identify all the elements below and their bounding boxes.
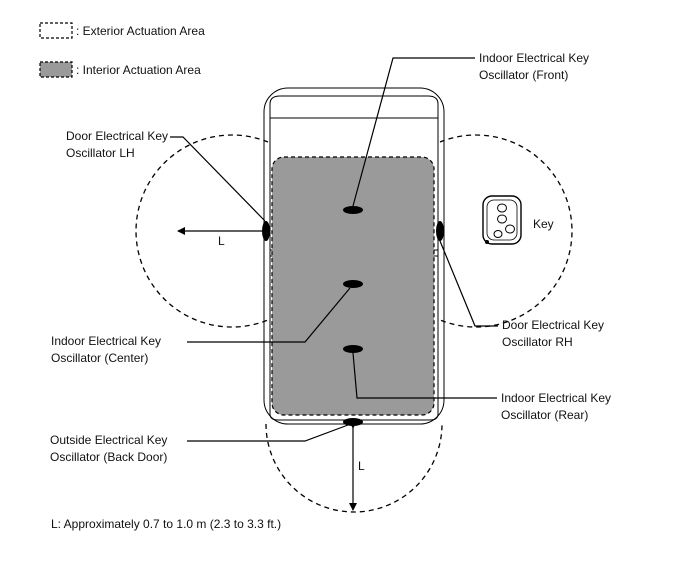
legend-exterior-label: : Exterior Actuation Area: [76, 24, 205, 38]
label-door-rh: Door Electrical Key Oscillator RH: [502, 318, 607, 349]
label-outside-back-door: Outside Electrical Key Oscillator (Back …: [50, 433, 171, 464]
label-indoor-rear: Indoor Electrical Key Oscillator (Rear): [501, 391, 614, 422]
vehicle-body-inner: [269, 95, 439, 421]
dimension-rear-label: L: [358, 459, 365, 473]
indoor-front-oscillator: [343, 206, 363, 214]
leader-lines: [170, 57, 498, 442]
dimension-rear: L: [349, 421, 365, 511]
dimension-side-label: L: [218, 234, 225, 248]
label-indoor-center: Indoor Electrical Key Oscillator (Center…: [51, 334, 164, 365]
oscillators: [262, 206, 444, 426]
indoor-center-oscillator: [343, 280, 363, 288]
indoor-rear-oscillator: [343, 345, 363, 353]
label-door-lh: Door Electrical Key Oscillator LH: [66, 129, 171, 160]
legend-interior-swatch: [39, 61, 73, 78]
exterior-area-rear: [265, 423, 443, 513]
outside-back-door-oscillator: [343, 418, 363, 426]
key-fob-icon: [482, 195, 522, 245]
footnote: L: Approximately 0.7 to 1.0 m (2.3 to 3.…: [51, 517, 281, 531]
dimension-side: L: [177, 227, 264, 248]
legend: : Exterior Actuation Area : Interior Act…: [39, 22, 205, 78]
door-lh-oscillator: [262, 221, 270, 241]
exterior-area-left: [135, 134, 269, 328]
labels: Indoor Electrical Key Oscillator (Front)…: [50, 51, 614, 531]
legend-interior-label: : Interior Actuation Area: [76, 63, 201, 77]
legend-exterior-swatch: [39, 22, 73, 39]
exterior-actuation-areas: [135, 134, 573, 513]
label-key: Key: [533, 217, 554, 231]
door-rh-oscillator: [436, 221, 444, 241]
label-indoor-front: Indoor Electrical Key Oscillator (Front): [479, 51, 592, 82]
exterior-area-right: [439, 134, 573, 328]
